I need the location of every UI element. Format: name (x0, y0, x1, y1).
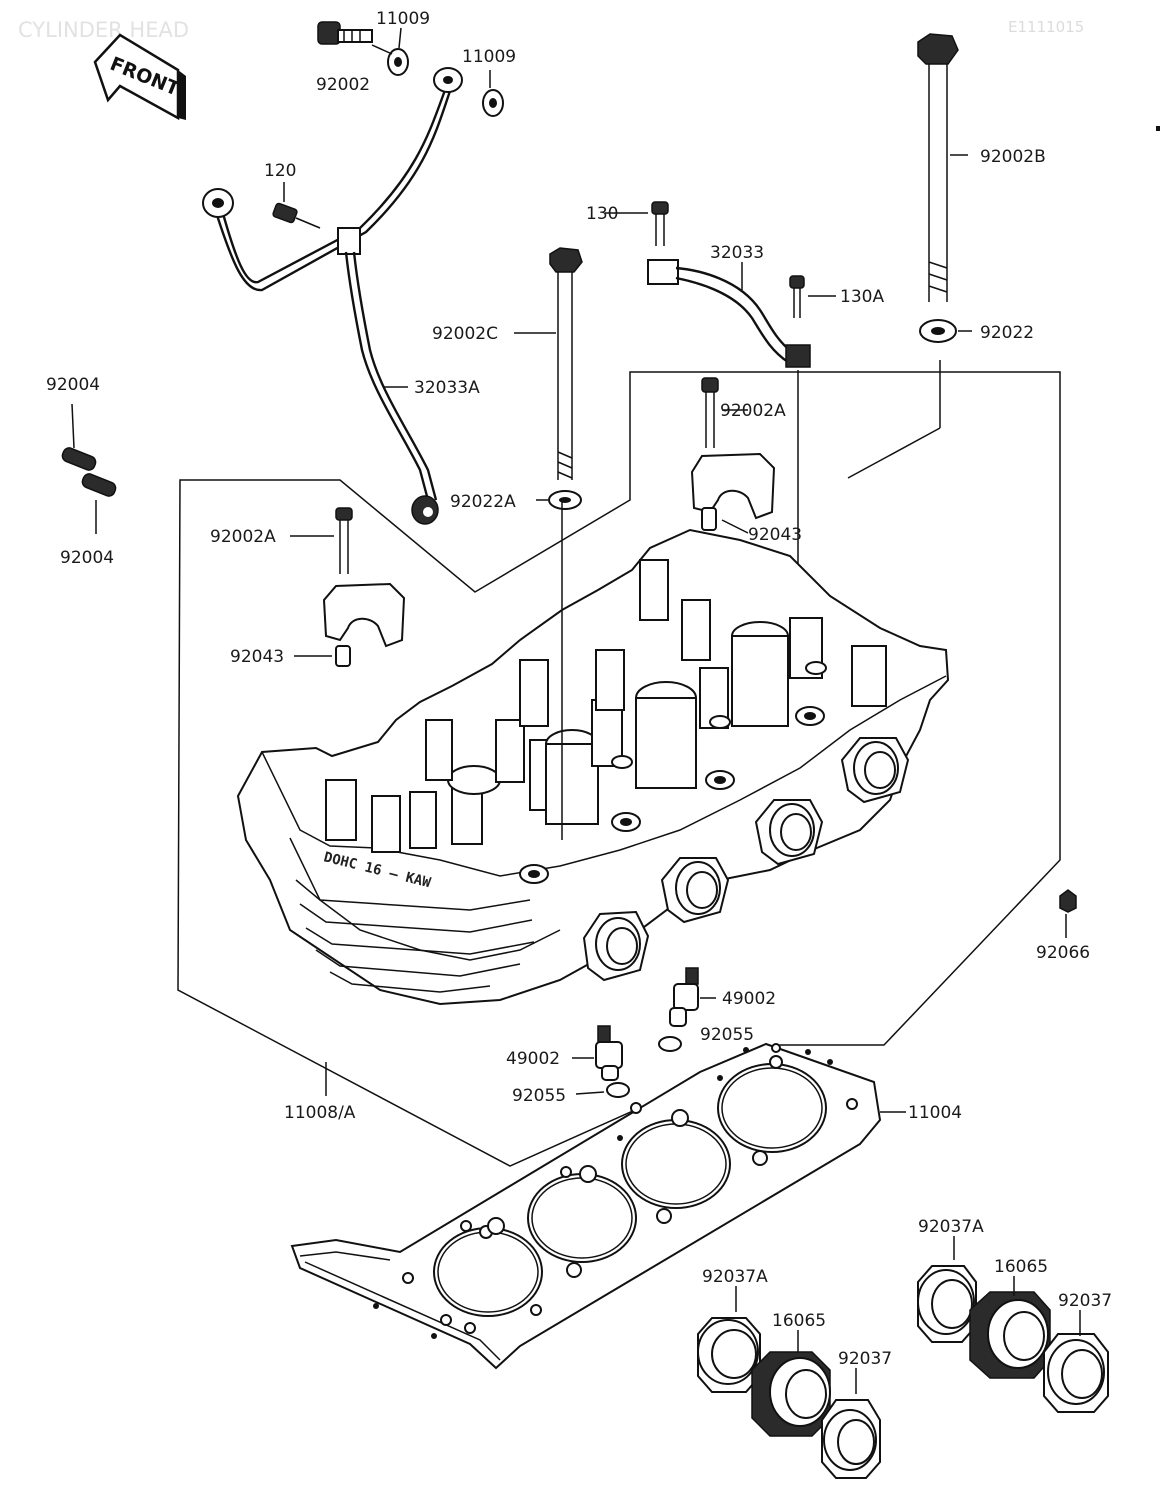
callout-92002C: 92002C (432, 324, 498, 344)
oil-pipe-32033 (647, 201, 811, 368)
callout-92002: 92002 (316, 75, 370, 95)
callout-130A: 130A (840, 287, 884, 307)
oil-jet-49002-b (595, 1025, 630, 1098)
callout-92004-bottom: 92004 (60, 548, 114, 568)
callout-92002B: 92002B (980, 147, 1046, 167)
callout-16065-right: 16065 (994, 1257, 1048, 1277)
callout-32033A: 32033A (414, 378, 480, 398)
assembly-boundary (177, 371, 1061, 1167)
callout-11004: 11004 (908, 1103, 962, 1123)
callout-32033: 32033 (710, 243, 764, 263)
callout-49002-left: 49002 (506, 1049, 560, 1069)
front-direction-arrow: FRONT (93, 33, 186, 121)
carb-holder-set-left (697, 1317, 881, 1479)
callout-92004-top: 92004 (46, 375, 100, 395)
callout-92022A: 92022A (450, 492, 516, 512)
callout-49002-right: 49002 (722, 989, 776, 1009)
plug-92066 (1059, 889, 1077, 913)
cam-cap-left (322, 507, 406, 667)
oil-jet-49002-a (658, 967, 699, 1052)
callout-92066: 92066 (1036, 943, 1090, 963)
cam-cap-right (690, 377, 776, 531)
oil-pipe-32033A (202, 21, 504, 525)
bore-3 (621, 1119, 731, 1209)
bolt-92002C (548, 247, 583, 510)
carb-holder-set-right (917, 1265, 1109, 1413)
dowel-pin-92004 (61, 447, 117, 497)
head-gasket-11004 (290, 1042, 882, 1370)
callout-92037-right: 92037 (1058, 1291, 1112, 1311)
diagram-title: CYLINDER HEAD (18, 18, 189, 42)
drawing-code: E1111015 (1008, 18, 1084, 36)
callout-92055-right: 92055 (700, 1025, 754, 1045)
cylinder-head-body: DOHC 16 — KAW (236, 500, 950, 1006)
callout-92037-left: 92037 (838, 1349, 892, 1369)
banjo-bolt-92002 (317, 21, 373, 45)
callout-92055-left: 92055 (512, 1086, 566, 1106)
callout-11008A: 11008/A (284, 1103, 356, 1123)
callout-92037A-left: 92037A (702, 1267, 768, 1287)
callout-130: 130 (586, 204, 618, 224)
callout-92043-right: 92043 (748, 525, 802, 545)
callout-92022: 92022 (980, 323, 1034, 343)
callout-11009-top: 11009 (376, 9, 430, 29)
bolt-92002B (917, 33, 959, 343)
callout-92043-left: 92043 (230, 647, 284, 667)
callout-92002A-right: 92002A (720, 401, 786, 421)
callout-120: 120 (264, 161, 296, 181)
callout-11009-right: 11009 (462, 47, 516, 67)
callout-92002A-left: 92002A (210, 527, 276, 547)
bore-1 (433, 1227, 543, 1317)
callout-92037A-right: 92037A (918, 1217, 984, 1237)
callout-16065-left: 16065 (772, 1311, 826, 1331)
bore-4 (717, 1063, 827, 1153)
edge-mark (1156, 126, 1160, 131)
bore-2 (527, 1173, 637, 1263)
